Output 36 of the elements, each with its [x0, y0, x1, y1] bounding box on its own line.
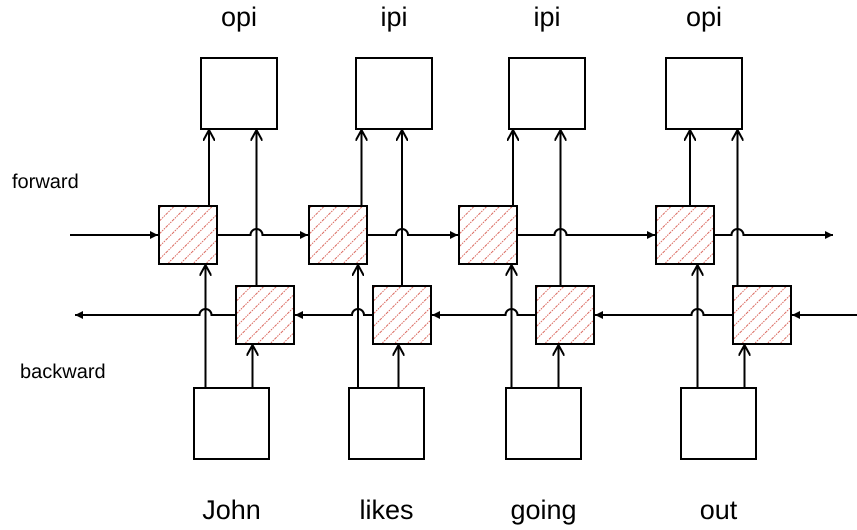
arrow [683, 129, 697, 205]
arrow [202, 129, 216, 205]
arrow [690, 264, 704, 387]
arrow [395, 129, 409, 285]
arrow [506, 129, 520, 205]
arrow [198, 264, 212, 387]
word-label: ipi [380, 2, 408, 32]
word-label: opi [686, 2, 722, 32]
arrow [730, 129, 744, 285]
arrow [246, 344, 260, 387]
arrow [368, 228, 458, 239]
arrow [70, 231, 158, 239]
direction-label: backward [20, 362, 106, 382]
arrow [218, 228, 308, 239]
arrow [552, 344, 566, 387]
arrow [518, 228, 655, 239]
arrow [792, 311, 857, 319]
arrow [295, 308, 372, 319]
word-label: John [202, 495, 261, 525]
arrow [75, 308, 235, 319]
arrow [392, 344, 406, 387]
arrow [504, 264, 518, 387]
arrow [738, 344, 752, 387]
direction-label: forward [12, 172, 79, 192]
arrow [250, 129, 264, 285]
arrow [715, 228, 833, 239]
word-label: out [700, 495, 738, 525]
word-label: likes [359, 495, 414, 525]
arrow [432, 308, 535, 319]
word-label: opi [220, 2, 258, 32]
arrow [554, 129, 568, 285]
word-label: ipi [533, 2, 560, 32]
arrow [351, 264, 365, 387]
word-label: going [510, 495, 577, 525]
arrow [354, 129, 368, 205]
arrow [595, 308, 732, 319]
